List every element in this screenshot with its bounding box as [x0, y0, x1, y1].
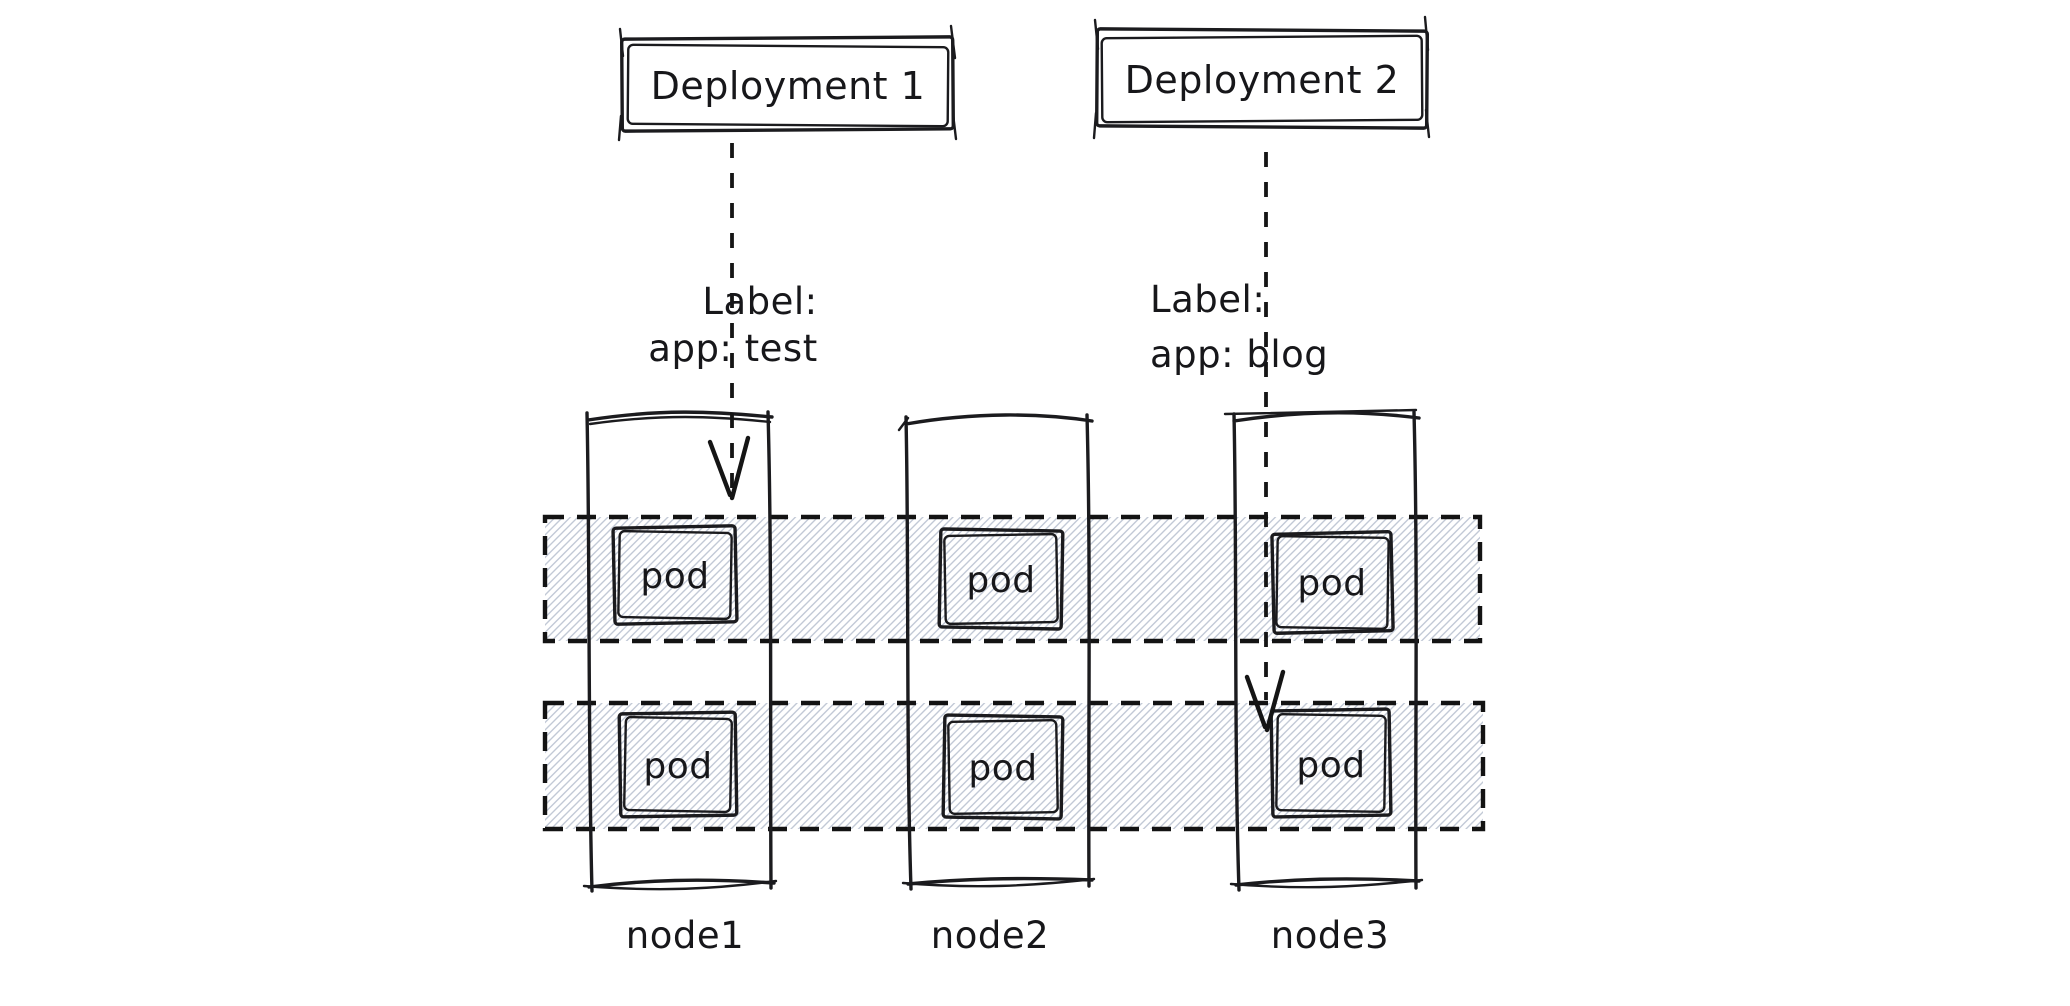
hatched-band-row-2	[542, 700, 1486, 832]
node2-outline	[904, 413, 1094, 891]
deployment-1-outline	[620, 35, 955, 133]
deployment-1-connector	[707, 143, 751, 501]
pod-box: pod	[937, 527, 1065, 631]
pod-r2n2-outline	[941, 713, 1065, 821]
pod-box: pod	[1270, 530, 1395, 635]
pod-label: pod	[1297, 563, 1366, 604]
arrow-down-icon	[1244, 669, 1286, 733]
pod-r1n1-outline	[611, 524, 739, 626]
node1-outline	[585, 410, 776, 893]
pod-box: pod	[617, 710, 739, 819]
node2-outline-overdraw	[897, 416, 1096, 888]
deployment-1-selector-label: Label: app: test	[648, 280, 817, 370]
node-box-node1	[582, 410, 778, 893]
node3-outline-overdraw	[1223, 408, 1424, 889]
deployment-2-selector-label: Label: app: blog	[1150, 278, 1328, 376]
deployment-1-label: Deployment 1	[651, 64, 926, 108]
deployment-2-label: Deployment 2	[1125, 58, 1400, 102]
pod-r1n2-overdraw	[943, 532, 1059, 626]
pod-label: pod	[640, 556, 709, 597]
arrow-down-icon	[707, 435, 751, 501]
pod-r1n2-outline	[937, 527, 1065, 631]
pod-label: pod	[1296, 745, 1365, 786]
pod-r2n1-overdraw	[623, 715, 733, 814]
node-label-node2: node2	[931, 914, 1049, 957]
selector-1-line1: Label:	[702, 280, 817, 323]
deployment-2-box: Deployment 2	[1092, 15, 1431, 140]
node-label-node1: node1	[626, 914, 744, 957]
pod-r2n3-overdraw	[1275, 713, 1387, 813]
pod-box: pod	[941, 713, 1065, 821]
deployment-1-overdraw	[626, 43, 950, 128]
node1-outline-overdraw	[582, 415, 778, 891]
deployment-2-overdraw	[1100, 34, 1424, 124]
pod-r1n3-outline	[1270, 530, 1395, 635]
pod-label: pod	[643, 746, 712, 787]
selector-2-line1: Label:	[1150, 278, 1265, 321]
deployment-2-connector	[1244, 152, 1286, 733]
deployment-2-corner-ticks	[1092, 15, 1431, 140]
pod-box: pod	[611, 524, 739, 626]
node-box-node2	[897, 413, 1096, 891]
pod-r2n3-outline	[1269, 707, 1393, 819]
band-row-2-area	[542, 700, 1486, 832]
pod-label: pod	[968, 748, 1037, 789]
deployment-2-outline	[1094, 27, 1430, 130]
pod-r2n2-overdraw	[947, 718, 1059, 816]
selector-2-line2: app: blog	[1150, 333, 1328, 376]
node-box-node3	[1223, 408, 1424, 892]
selector-1-line2: app: test	[648, 327, 817, 370]
pod-box: pod	[1269, 707, 1393, 819]
deployment-1-corner-ticks	[617, 24, 958, 142]
pod-r1n1-overdraw	[617, 529, 733, 621]
deployment-1-box: Deployment 1	[617, 24, 958, 142]
node-label-node3: node3	[1271, 914, 1389, 957]
pod-label: pod	[966, 560, 1035, 601]
pod-r2n1-outline	[617, 710, 739, 819]
pod-r1n3-overdraw	[1275, 535, 1390, 630]
